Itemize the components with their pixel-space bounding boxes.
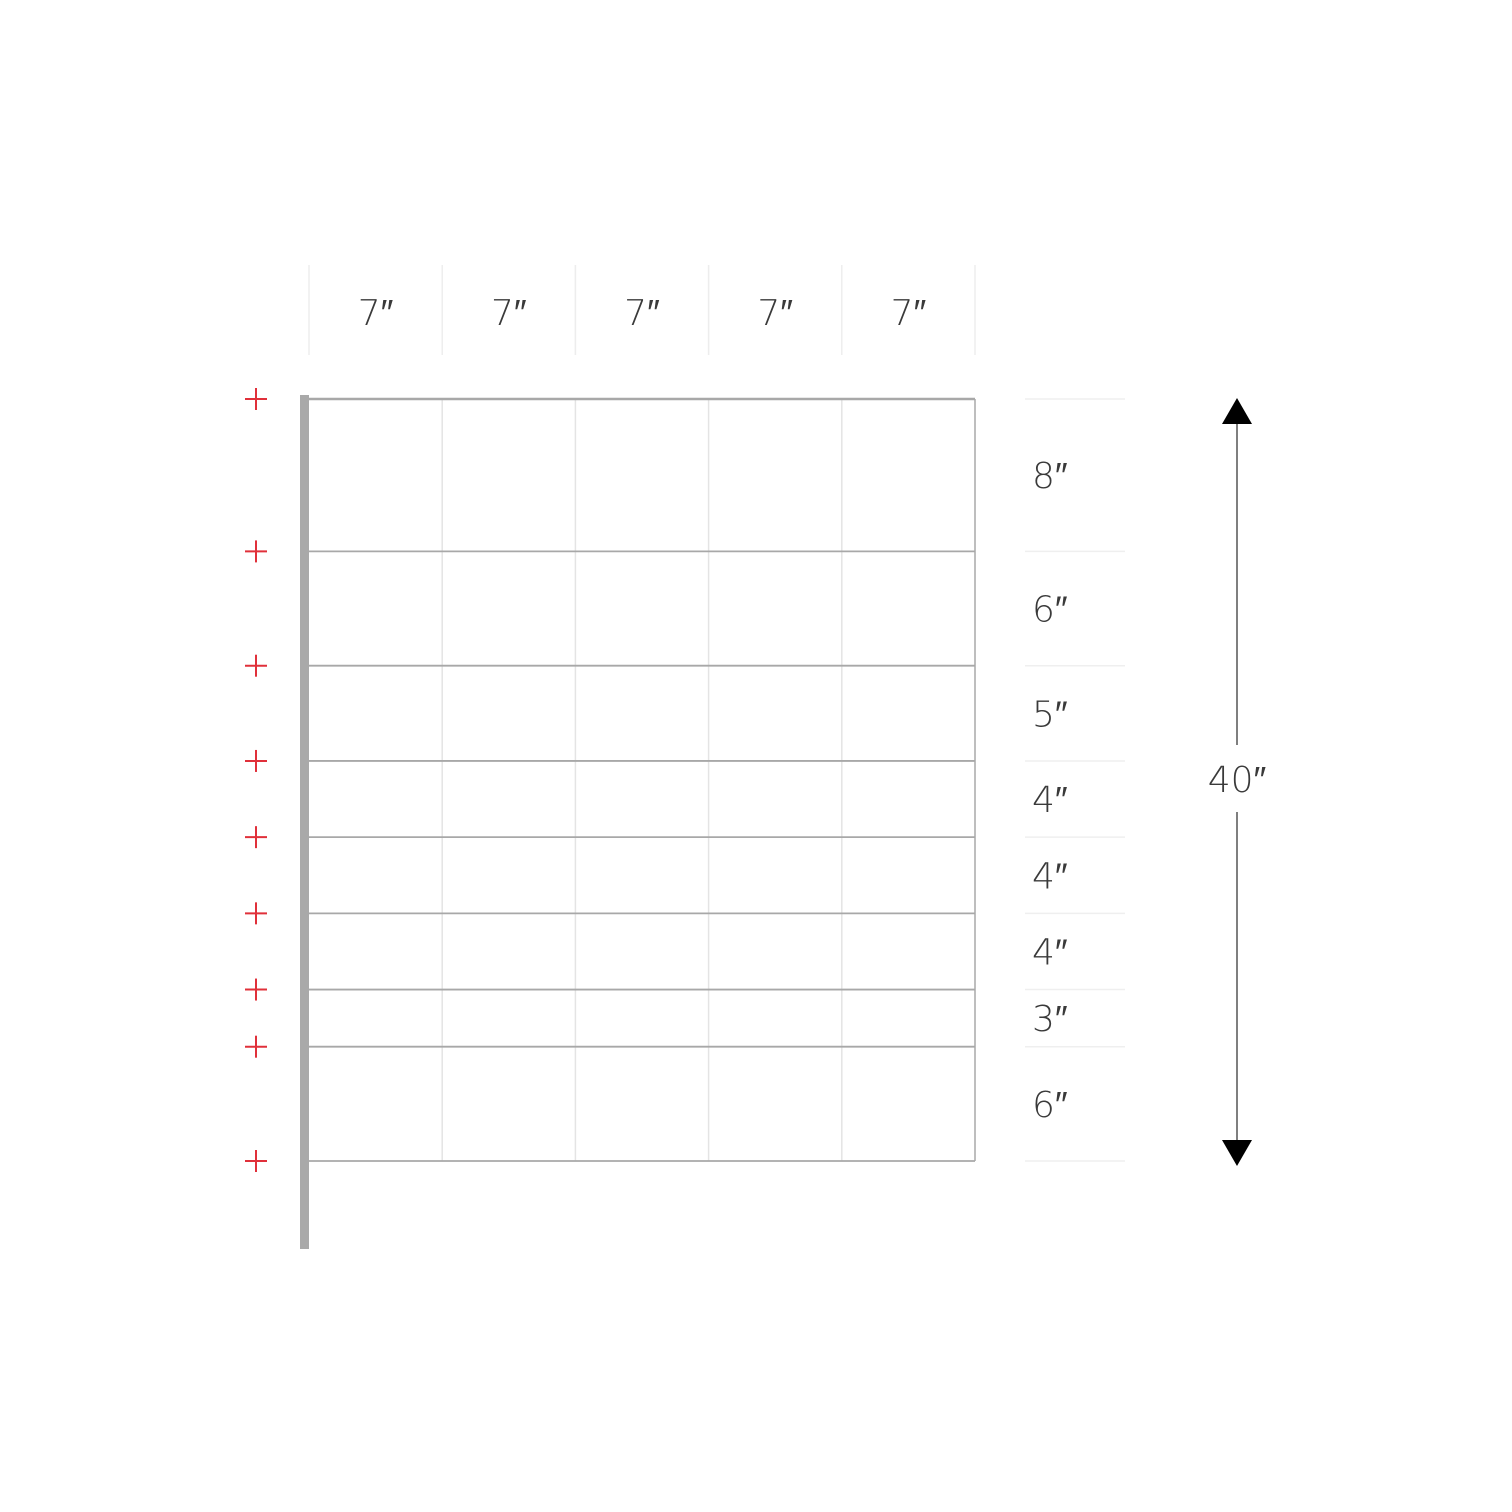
column-width-label: 7″ [891,293,927,334]
red-cross-marker-icon [245,826,267,849]
arrow-down-icon [1222,1140,1252,1166]
row-height-label: 6″ [1032,590,1068,631]
post-bar [300,395,309,1249]
column-width-labels: 7″ 7″ 7″ 7″ 7″ [358,293,927,334]
wire-markers [245,388,267,1172]
column-width-label: 7″ [624,293,660,334]
red-cross-marker-icon [245,1035,267,1058]
row-height-label: 8″ [1032,456,1068,497]
row-height-label: 3″ [1032,999,1068,1040]
total-height-dimension: 40″ [1208,398,1267,1166]
red-cross-marker-icon [245,749,267,772]
red-cross-marker-icon [245,388,267,410]
row-height-dividers [1025,398,1125,1162]
column-width-label: 7″ [358,293,394,334]
column-width-label: 7″ [757,293,793,334]
row-height-label: 4″ [1032,932,1068,973]
red-cross-marker-icon [245,540,267,563]
post [300,395,309,1249]
row-height-labels: 8″ 6″ 5″ 4″ 4″ 4″ 3″ 6″ [1032,456,1068,1126]
row-height-label: 4″ [1032,856,1068,897]
column-width-label: 7″ [491,293,527,334]
red-cross-marker-icon [245,654,267,677]
row-height-label: 6″ [1032,1085,1068,1126]
red-cross-marker-icon [245,902,267,925]
row-height-label: 4″ [1032,780,1068,821]
row-height-label: 5″ [1032,694,1068,735]
red-cross-marker-icon [245,978,267,1001]
total-height-label: 40″ [1208,760,1267,801]
column-header-dividers [308,265,976,355]
arrow-up-icon [1222,398,1252,424]
red-cross-marker-icon [245,1150,267,1172]
grid-cells [309,397,976,1162]
